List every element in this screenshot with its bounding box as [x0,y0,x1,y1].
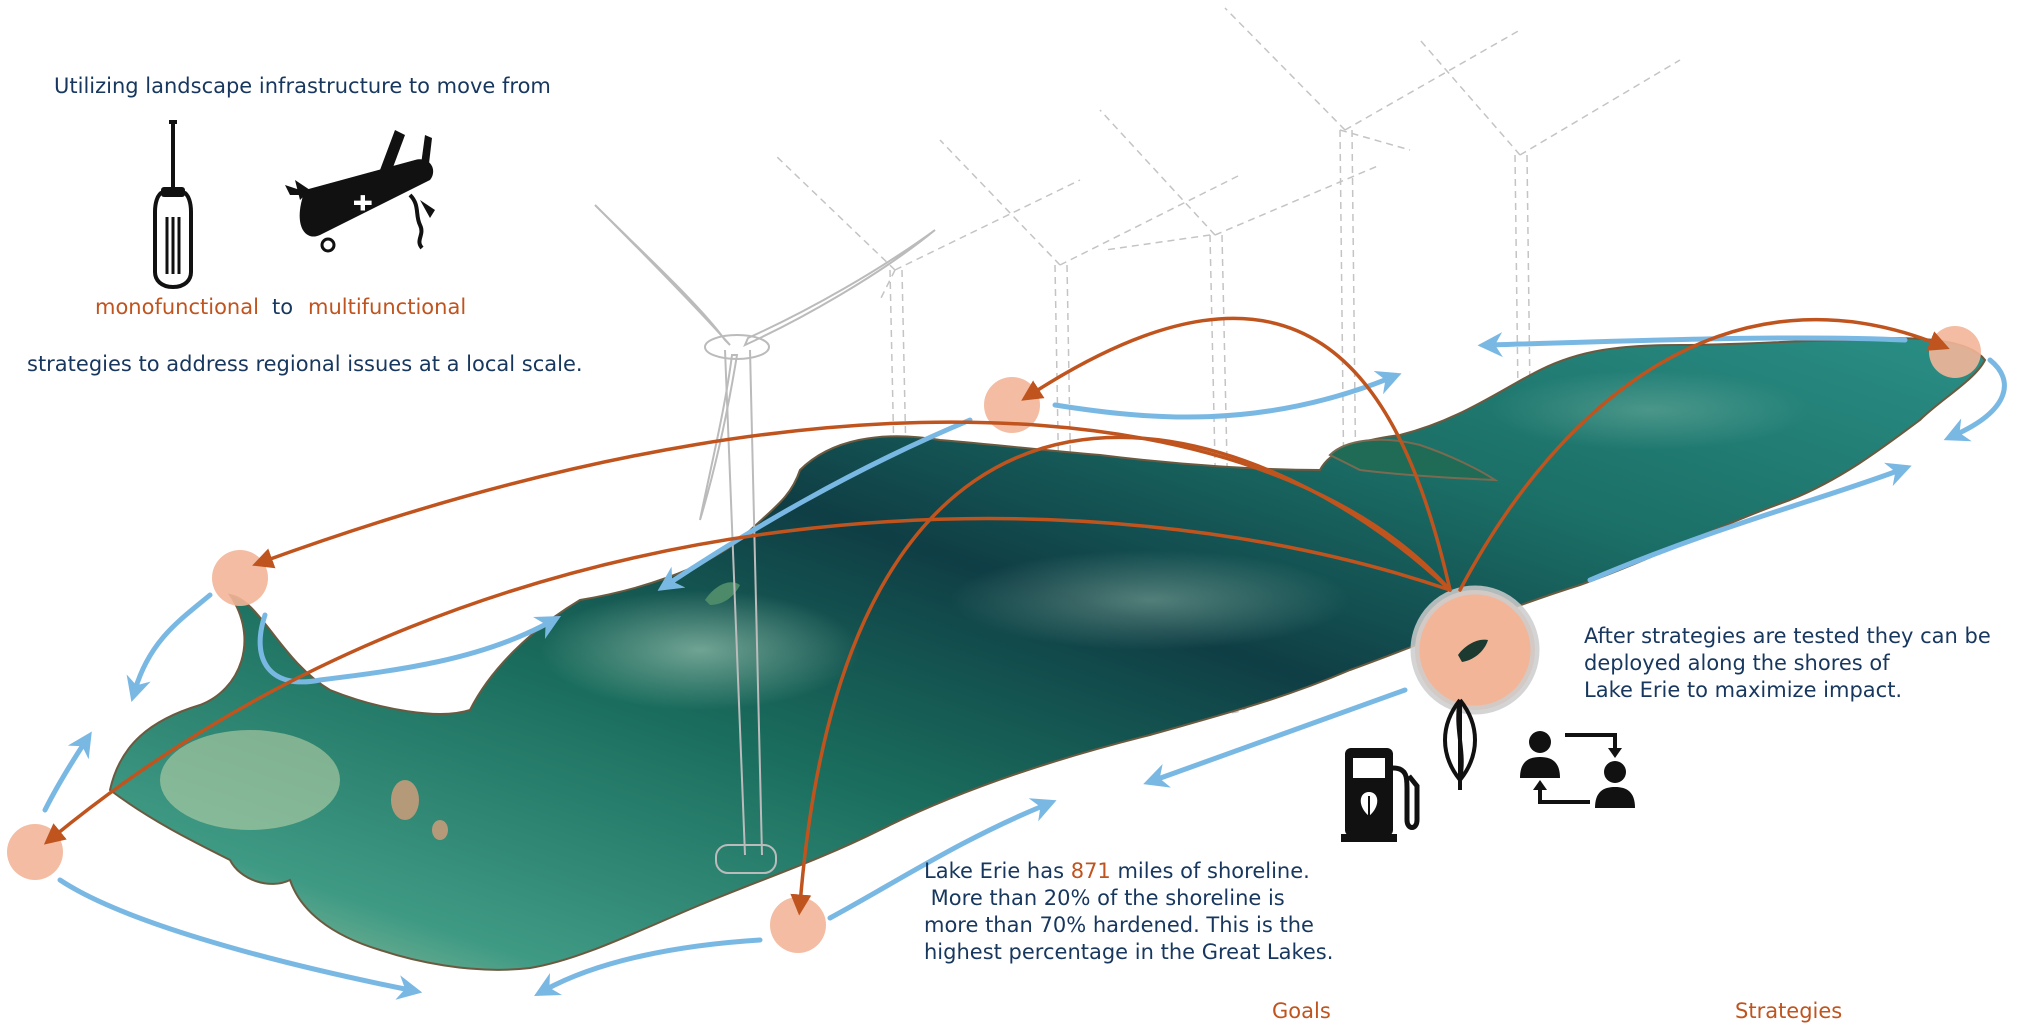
shoreline-note: Lake Erie has 871 miles of shoreline. Mo… [924,858,1333,966]
flow-arrow [1052,371,1402,420]
intro-heading: Utilizing landscape infrastructure to mo… [54,74,551,98]
flow-arrow [1477,332,1908,358]
shoreline-note-line: Lake Erie has 871 miles of shoreline. [924,858,1333,885]
wind-turbine-icon [1104,129,1411,251]
lake-erie [108,337,1987,971]
deploy-note-line: deployed along the shores of [1584,651,1890,675]
pilot-site-island-icon [1458,639,1488,662]
flow-arrow [534,937,763,996]
intro-closing: strategies to address regional issues at… [27,352,583,376]
site-marker [7,824,63,880]
flow-arrow [1587,462,1912,583]
deploy-note-line: After strategies are tested they can be [1584,624,1991,648]
site-marker [212,550,268,606]
deployment-arrow [1458,317,1950,592]
flow-arrow [1143,687,1408,788]
vertical-wind-turbine-icon [1443,698,1477,790]
deploy-note-line: Lake Erie to maximize impact. [1584,678,1903,702]
flow-arrow [1943,357,2007,442]
site-marker [770,897,826,953]
shoreline-miles-value: 871 [1070,859,1111,883]
flow-arrow [257,612,561,685]
footer-goals-label: Goals [1272,999,1331,1023]
multifunctional-label: multifunctional [308,295,467,319]
people-exchange-icon [1520,731,1635,808]
shoreline-note-line: highest percentage in the Great Lakes. [924,940,1334,964]
shoreline-note-pre: Lake Erie has [924,859,1071,883]
deploy-note: After strategies are tested they can be … [1584,623,1991,704]
fuel-pump-plant-icon [1341,748,1420,842]
deployment-arrow [43,516,1452,845]
connector-label: to [272,295,294,319]
swiss-army-knife-icon [285,130,435,253]
flow-arrow [57,877,423,1000]
deployment-arrow [252,420,1452,592]
deployment-arrows [43,316,1950,916]
deployment-arrow [790,435,1452,916]
flow-arrow [126,592,213,702]
shoreline-note-line: More than 20% of the shoreline is [924,886,1285,910]
site-marker [1929,326,1981,378]
shoreline-flow-arrows [42,332,2007,1000]
foreground-wind-turbine-icon [594,204,936,874]
flow-arrow [827,798,1057,921]
flow-arrow [42,731,92,813]
monofunctional-label: monofunctional [95,295,259,319]
shoreline-note-post: miles of shoreline. [1110,859,1310,883]
screwdriver-icon [153,120,193,290]
footer-strategies-label: Strategies [1735,999,1843,1023]
flow-arrow [657,417,973,591]
shoreline-note-line: more than 70% hardened. This is the [924,913,1314,937]
deployment-arrow [1021,316,1452,592]
